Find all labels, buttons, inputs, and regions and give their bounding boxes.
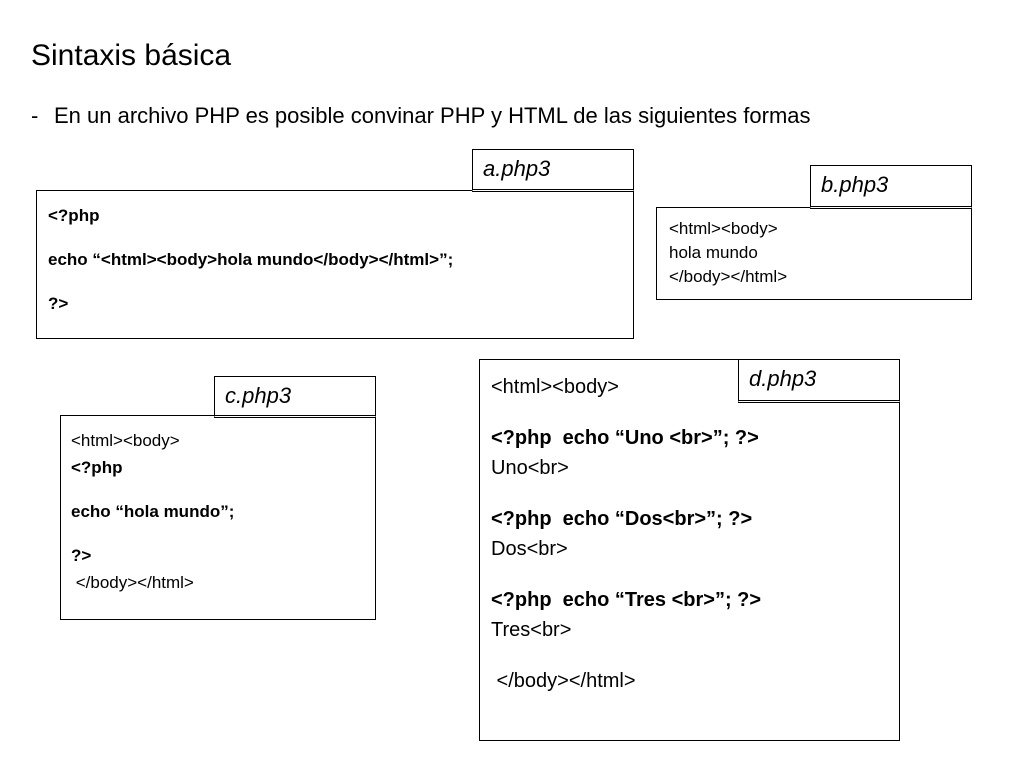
- code-line: </body></html>: [669, 267, 788, 286]
- code-line: hola mundo: [669, 243, 758, 262]
- code-box-d: <html><body> <?php echo “Uno <br>”; ?> U…: [479, 359, 900, 741]
- code-line: <html><body>: [71, 431, 180, 450]
- code-line-blank: [491, 565, 761, 585]
- code-line: <html><body>: [669, 219, 778, 238]
- code-line-blank: [491, 484, 761, 504]
- code-block-c: <html><body> <?php echo “hola mundo”; ?>…: [71, 427, 234, 596]
- bullet-dash: -: [31, 103, 39, 128]
- code-line: </body></html>: [71, 573, 194, 592]
- filename-label-b: b.php3: [810, 165, 972, 209]
- filename-label-c: c.php3: [214, 376, 376, 418]
- code-line: <?php echo “Tres <br>”; ?>: [491, 588, 762, 611]
- code-block-a: <?php echo “<html><body>hola mundo</body…: [48, 202, 453, 317]
- code-line: <?php echo “Dos<br>”; ?>: [491, 507, 753, 530]
- code-line: ?>: [48, 294, 69, 313]
- code-box-c: <html><body> <?php echo “hola mundo”; ?>…: [60, 415, 376, 620]
- code-line-blank: [71, 525, 234, 542]
- filename-label-a: a.php3: [472, 149, 634, 192]
- code-line-blank: [48, 273, 453, 290]
- bullet-text: En un archivo PHP es posible convinar PH…: [54, 103, 811, 128]
- code-line-blank: [48, 229, 453, 246]
- code-line: <?php echo “Uno <br>”; ?>: [491, 426, 759, 449]
- code-line: Dos<br>: [491, 538, 568, 560]
- code-line-blank: [491, 403, 761, 423]
- slide-bullet: -En un archivo PHP es posible convinar P…: [31, 102, 811, 130]
- code-line: ?>: [71, 546, 92, 565]
- code-line: <?php: [71, 458, 123, 477]
- code-line-blank: [491, 646, 761, 666]
- slide-title: Sintaxis básica: [31, 39, 232, 72]
- code-line: </body></html>: [491, 669, 636, 692]
- code-box-a: <?php echo “<html><body>hola mundo</body…: [36, 190, 634, 339]
- code-line-blank: [71, 481, 234, 498]
- code-line: echo “hola mundo”;: [71, 502, 235, 521]
- code-block-d: <html><body> <?php echo “Uno <br>”; ?> U…: [491, 372, 761, 696]
- code-line: <html><body>: [491, 376, 619, 398]
- code-line: echo “<html><body>hola mundo</body></htm…: [48, 250, 454, 269]
- code-block-b: <html><body> hola mundo </body></html>: [669, 217, 787, 289]
- filename-label-d: d.php3: [738, 359, 900, 403]
- code-line: <?php: [48, 206, 100, 225]
- code-line: Tres<br>: [491, 619, 572, 641]
- code-box-b: <html><body> hola mundo </body></html>: [656, 207, 972, 300]
- code-line: Uno<br>: [491, 457, 569, 479]
